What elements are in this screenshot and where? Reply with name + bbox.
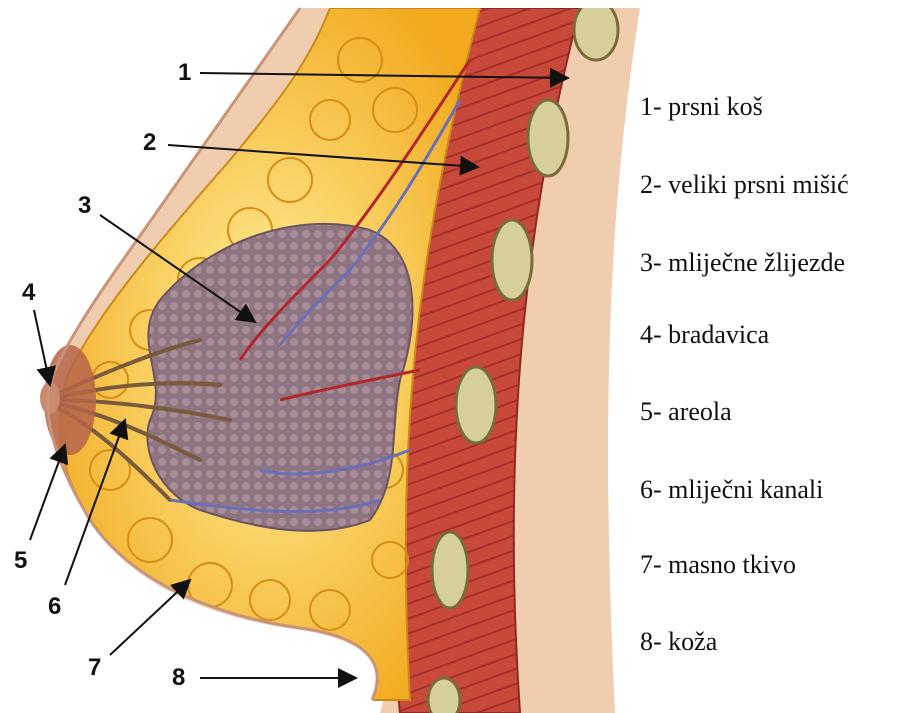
legend-item-7: 7- masno tkivo (640, 550, 796, 580)
callout-number-3: 3 (78, 192, 91, 219)
callout-number-1: 1 (178, 59, 191, 86)
callout-number-8: 8 (172, 664, 185, 691)
legend-item-4: 4- bradavica (640, 320, 769, 350)
legend-item-1: 1- prsni koš (640, 92, 763, 122)
callout-arrow-5 (30, 445, 65, 540)
callout-number-6: 6 (48, 593, 61, 620)
legend-item-5: 5- areola (640, 397, 732, 427)
legend-item-8: 8- koža (640, 627, 717, 657)
callout-arrow-4 (34, 310, 50, 385)
legend-item-2: 2- veliki prsni mišić (640, 170, 849, 200)
callout-number-2: 2 (143, 129, 156, 156)
callout-arrow-7 (110, 580, 190, 655)
legend-item-3: 3- mliječne žlijezde (640, 248, 845, 278)
callout-number-4: 4 (22, 279, 36, 306)
callout-number-7: 7 (88, 654, 101, 681)
legend-item-6: 6- mliječni kanali (640, 475, 823, 505)
callout-number-5: 5 (14, 547, 27, 574)
